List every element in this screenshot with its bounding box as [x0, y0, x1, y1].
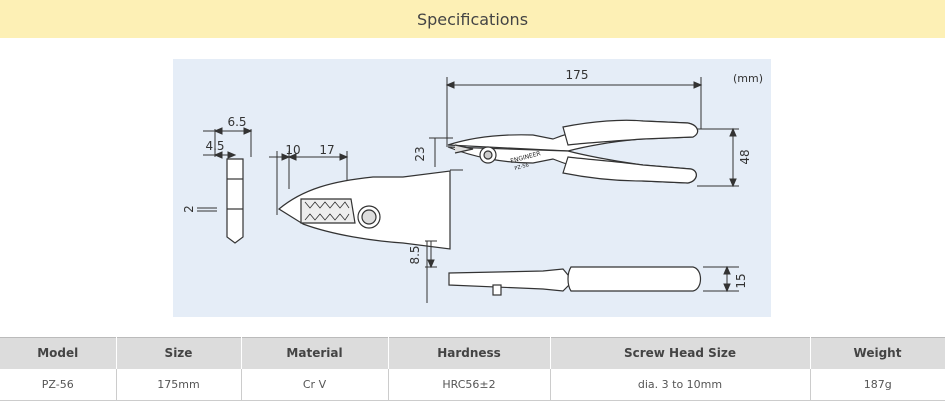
col-header-material: Material [240, 337, 389, 369]
dim-jaw-b: 17 [319, 143, 334, 157]
col-header-screw-head-size: Screw Head Size [549, 337, 811, 369]
col-header-model: Model [0, 337, 117, 369]
page-title: Specifications [416, 9, 529, 29]
dim-thickness-head: 6.5 [227, 115, 246, 129]
dimension-drawing: (mm) 175 23 48 [173, 59, 771, 317]
cell-weight: 187g [809, 368, 945, 401]
cell-size: 175mm [115, 368, 241, 401]
model-mark: PZ-56 [514, 162, 530, 172]
dim-tip: 2 [182, 205, 196, 213]
specifications-banner: Specifications [0, 0, 945, 38]
cell-model: PZ-56 [0, 368, 116, 401]
dim-handle-thick: 15 [734, 273, 748, 288]
dim-jaw-open: 23 [413, 146, 427, 161]
col-header-weight: Weight [809, 337, 945, 369]
cell-hardness: HRC56±2 [387, 368, 550, 401]
dim-jaw-a: 10 [285, 143, 300, 157]
col-header-size: Size [115, 337, 242, 369]
spec-table: Model Size Material Hardness Screw Head … [0, 337, 945, 401]
unit-label: (mm) [733, 72, 763, 85]
dim-side-offset: 8.5 [408, 245, 422, 264]
cell-material: Cr V [240, 368, 388, 401]
spec-header-row: Model Size Material Hardness Screw Head … [0, 337, 945, 369]
col-header-hardness: Hardness [387, 337, 551, 369]
dim-handle-span: 48 [738, 149, 752, 164]
dim-thickness-jaw: 4.5 [205, 139, 224, 153]
dim-length: 175 [566, 68, 589, 82]
table-row: PZ-56 175mm Cr V HRC56±2 dia. 3 to 10mm … [0, 368, 945, 401]
cell-screw-head-size: dia. 3 to 10mm [549, 368, 810, 401]
